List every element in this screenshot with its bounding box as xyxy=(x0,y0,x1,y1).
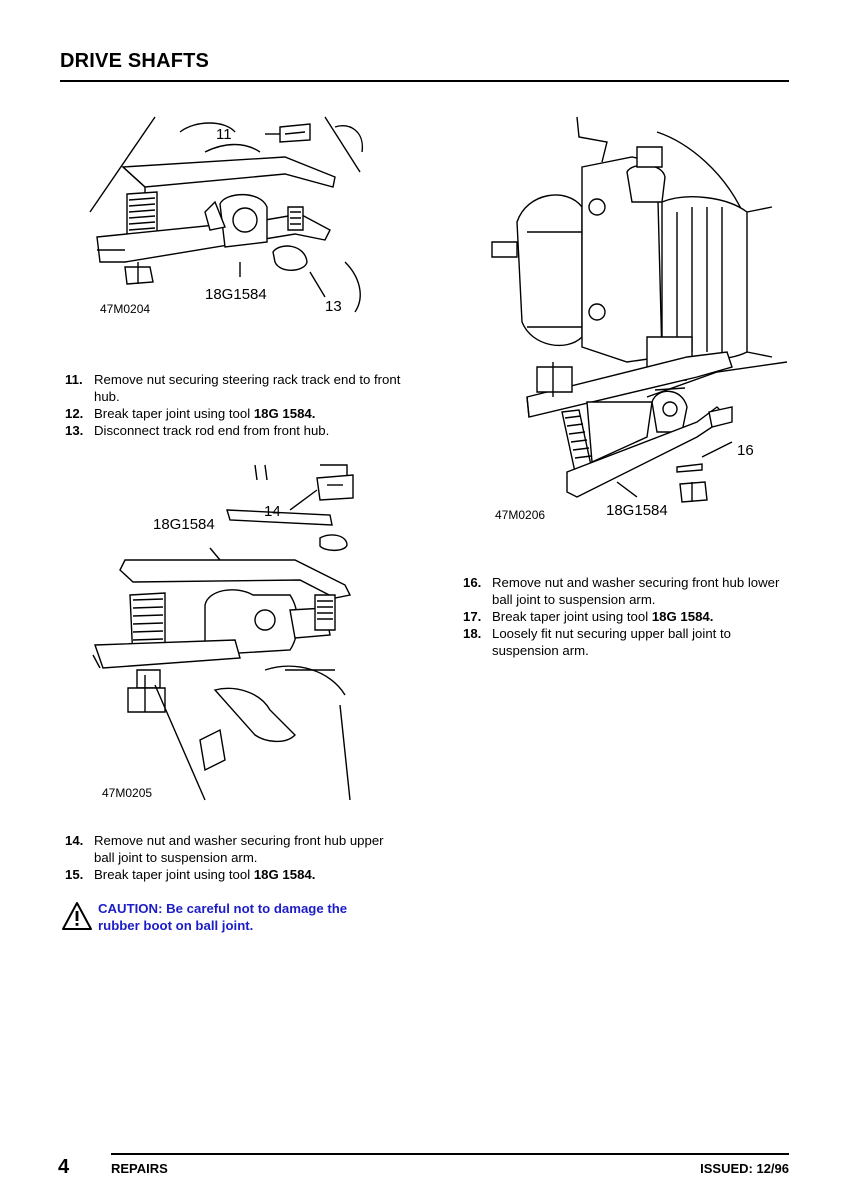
page-number: 4 xyxy=(58,1156,70,1178)
caution-triangle-icon xyxy=(60,900,98,937)
list-item: 13.Disconnect track rod end from front h… xyxy=(65,423,330,438)
figure-ref: 47M0206 xyxy=(495,508,546,522)
list-item: 12.Break taper joint using tool 18G 1584… xyxy=(65,406,316,421)
steps-list-c: 16.Remove nut and washer securing front … xyxy=(463,574,783,659)
list-item: 11.Remove nut securing steering rack tra… xyxy=(65,372,401,404)
figure-ref: 47M0205 xyxy=(102,786,153,800)
callout-tool: 18G1584 xyxy=(205,286,267,303)
list-item: 17.Break taper joint using tool 18G 1584… xyxy=(463,609,714,624)
callout-14: 14 xyxy=(264,503,281,520)
footer-rule xyxy=(111,1153,789,1155)
callout-tool: 18G1584 xyxy=(606,502,668,519)
callout-13: 13 xyxy=(325,298,342,315)
list-item: 16.Remove nut and washer securing front … xyxy=(463,575,780,607)
steps-list-b: 14.Remove nut and washer securing front … xyxy=(65,832,395,883)
caution-text: CAUTION: Be careful not to damage the ru… xyxy=(98,901,348,933)
figure-ref: 47M0204 xyxy=(100,302,151,316)
list-item: 14.Remove nut and washer securing front … xyxy=(65,833,384,865)
callout-16: 16 xyxy=(737,442,754,459)
footer-section: REPAIRS xyxy=(111,1161,168,1176)
figure-47m0205: 14 18G1584 47M0205 xyxy=(85,460,370,805)
list-item: 18.Loosely fit nut securing upper ball j… xyxy=(463,626,731,658)
steps-list-a: 11.Remove nut securing steering rack tra… xyxy=(65,371,405,439)
caution-note: CAUTION: Be careful not to damage the ru… xyxy=(60,900,390,937)
title-rule xyxy=(60,80,789,82)
callout-tool: 18G1584 xyxy=(153,516,215,533)
figure-47m0204: 11 18G1584 13 47M0204 xyxy=(85,112,395,327)
figure-47m0206: 16 18G1584 47M0206 xyxy=(487,112,788,527)
page-title: DRIVE SHAFTS xyxy=(60,50,210,72)
list-item: 15.Break taper joint using tool 18G 1584… xyxy=(65,867,316,882)
callout-11: 11 xyxy=(216,126,232,143)
footer-issued: ISSUED: 12/96 xyxy=(700,1161,789,1176)
